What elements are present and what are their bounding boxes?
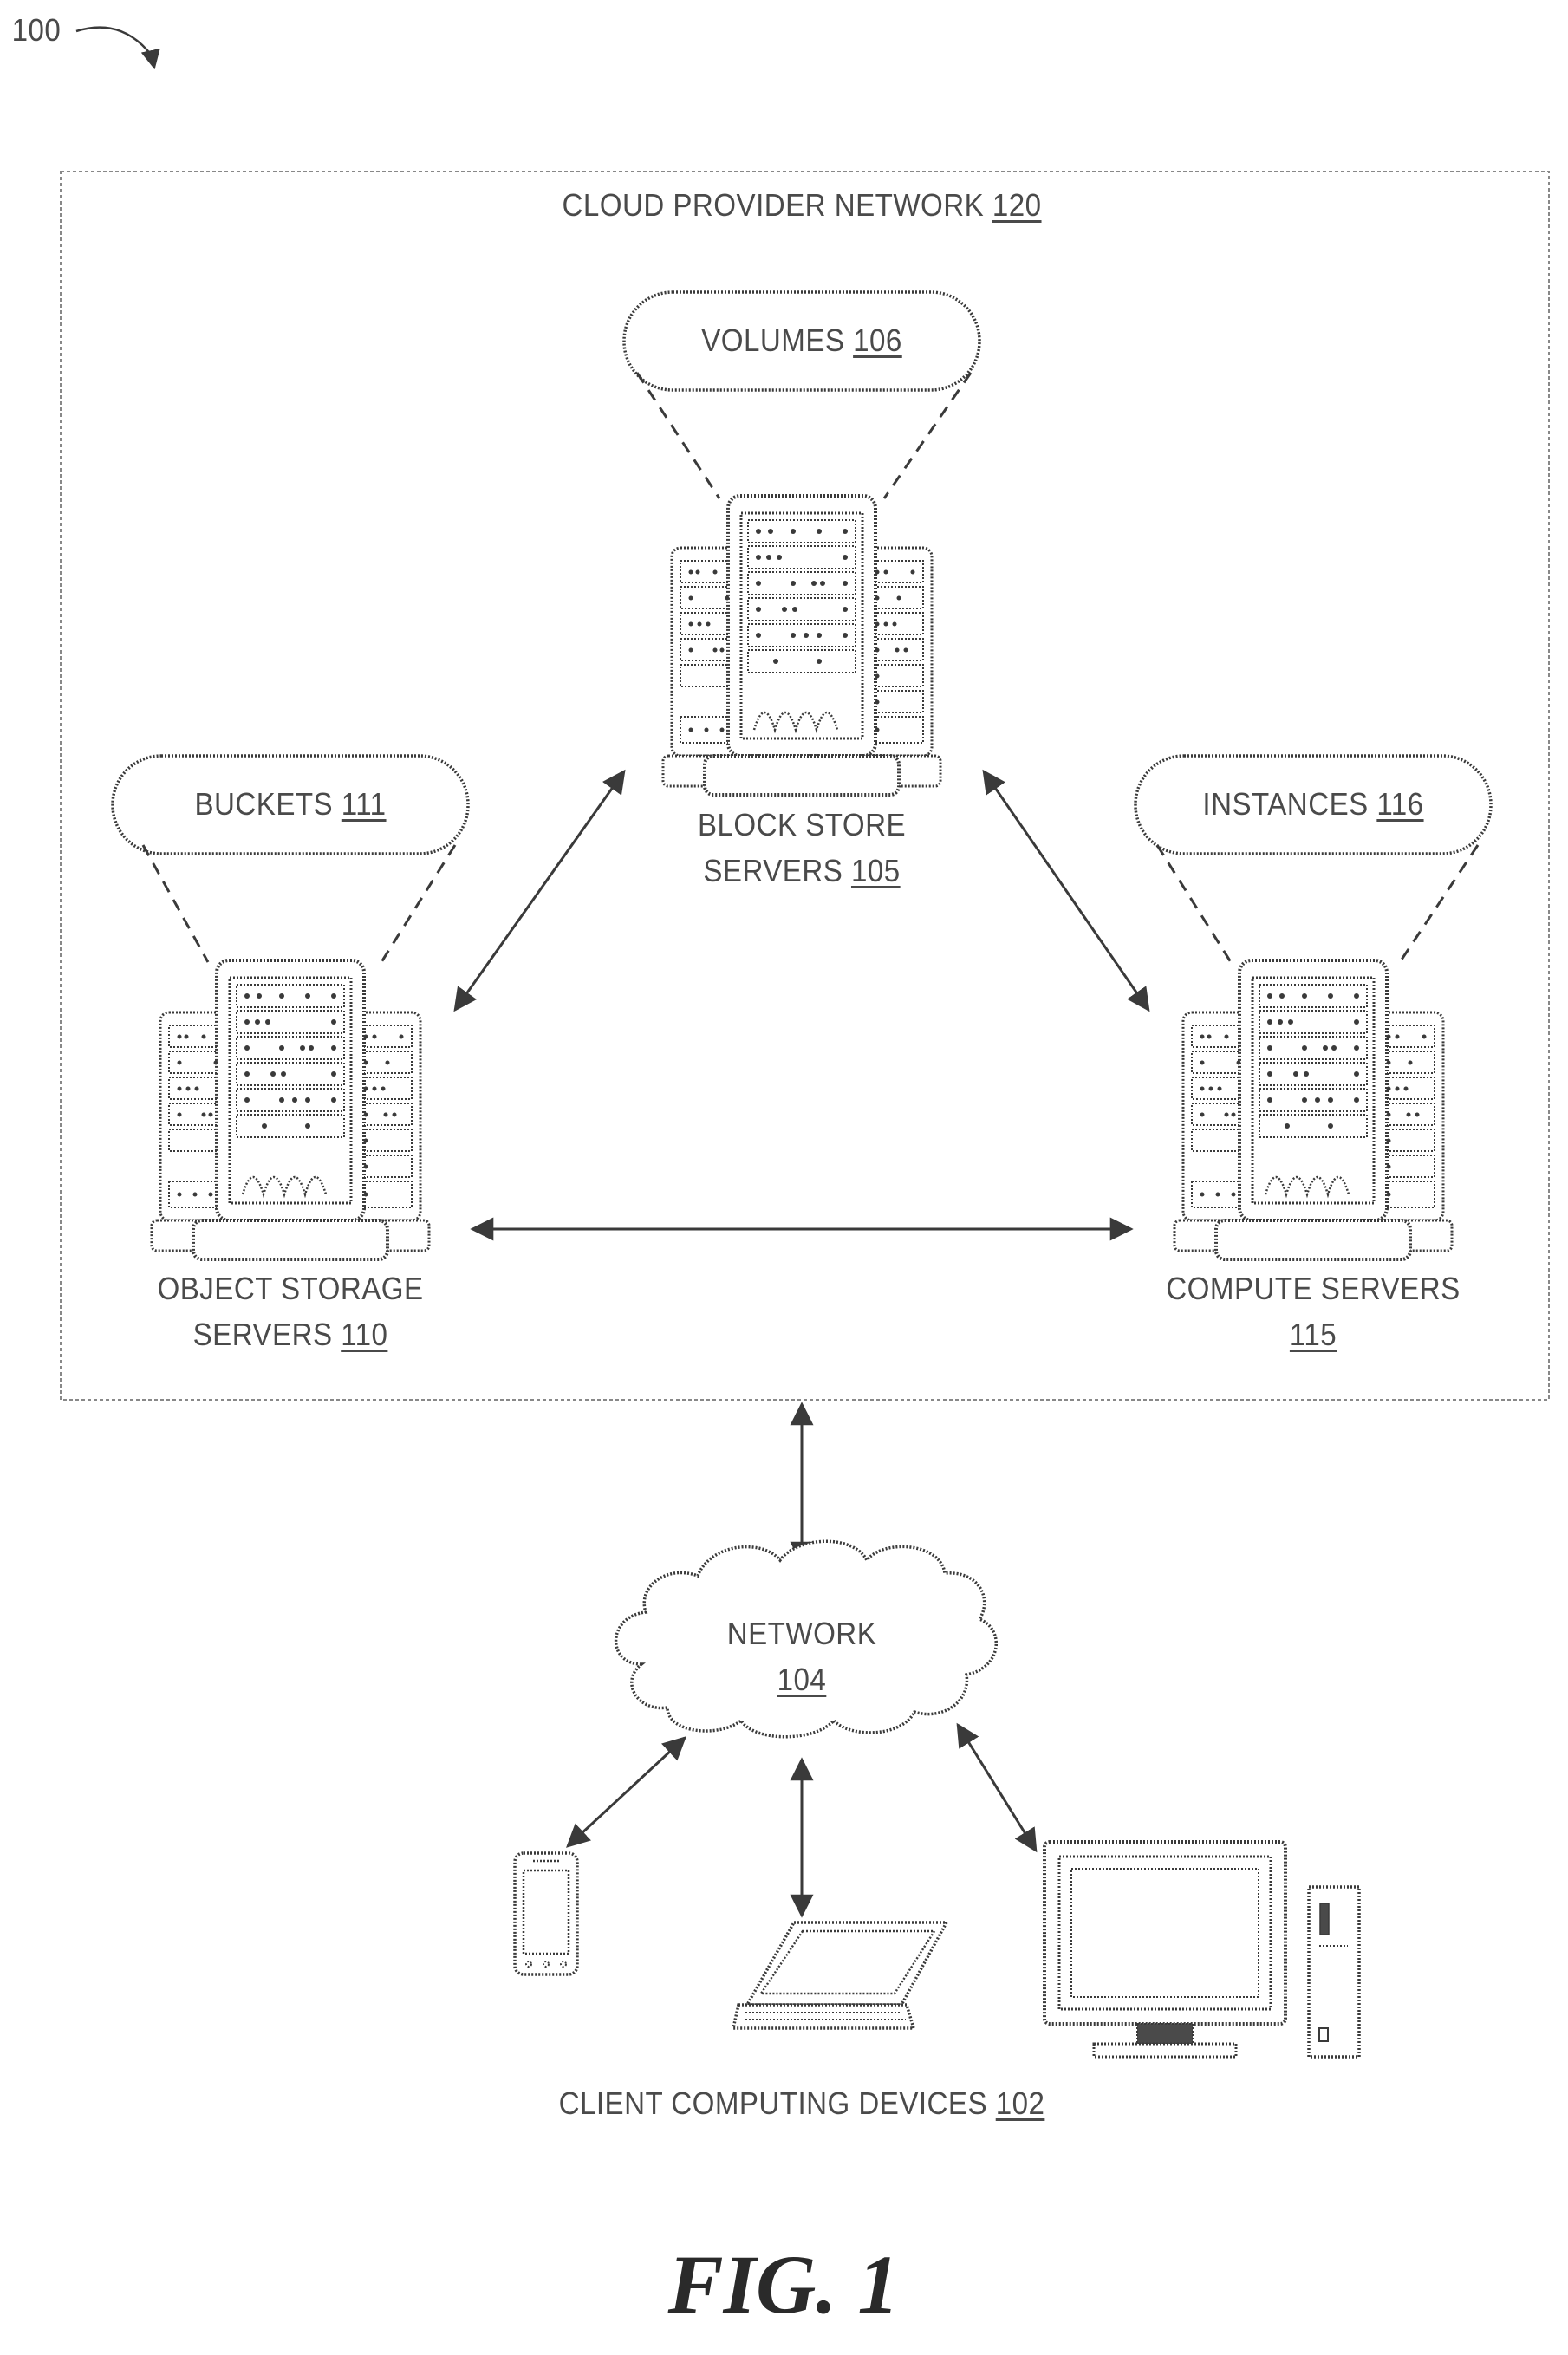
object-storage-servers-label: OBJECT STORAGE SERVERS 110 [131,1265,450,1357]
compute-servers-label: COMPUTE SERVERS 115 [1149,1265,1476,1357]
object-storage-servers-icon [152,960,429,1259]
buckets-label: BUCKETS 111 [127,781,453,827]
desktop-computer-icon [1044,1842,1359,2057]
server-links [455,771,1148,1916]
smartphone-icon [515,1853,577,1974]
cloud-network-label: CLOUD PROVIDER NETWORK 120 [511,182,1093,228]
network-label: NETWORK 104 [690,1610,914,1702]
block-store-servers-icon [663,496,940,795]
volumes-label: VOLUMES 106 [638,317,965,363]
instances-label: INSTANCES 116 [1149,781,1476,827]
figure-ref-numeral: 100 [12,7,84,53]
compute-servers-icon [1174,960,1452,1259]
client-devices-label: CLIENT COMPUTING DEVICES 102 [447,2080,1157,2126]
figure-ref-arrow [76,28,154,68]
block-store-servers-label: BLOCK STORE SERVERS 105 [642,802,961,894]
figure-caption: FIG. 1 [654,2236,914,2332]
laptop-icon [733,1922,947,2028]
